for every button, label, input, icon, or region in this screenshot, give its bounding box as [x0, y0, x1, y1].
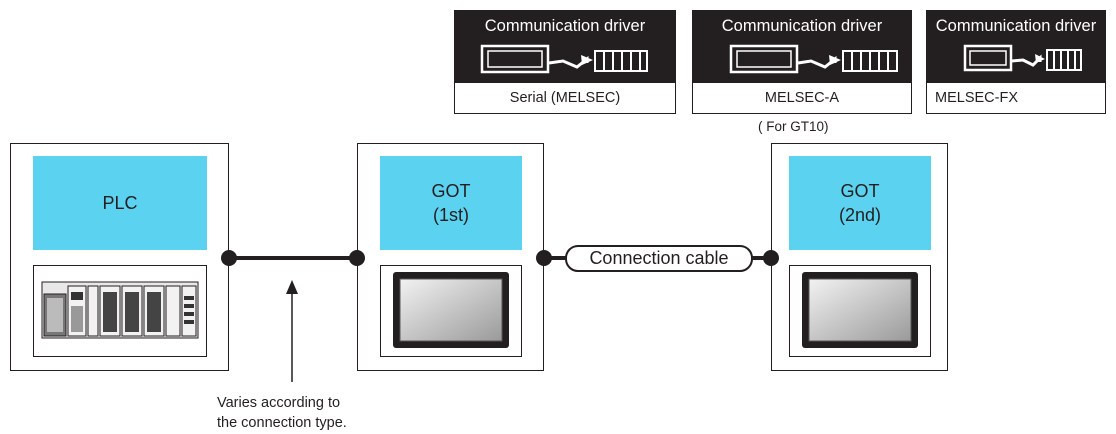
driver-card-title: Communication driver — [721, 17, 883, 35]
got1-image-panel — [380, 265, 522, 357]
monitor-to-module-icon — [963, 44, 1082, 72]
connection-type-note-line1: Varies according to — [217, 395, 341, 411]
plc-label-box: PLC — [33, 156, 207, 250]
plc-module-icon — [41, 281, 199, 339]
plc-image-panel — [33, 265, 207, 357]
got2-label-line2: (2nd) — [838, 205, 882, 225]
connection-cable-label: Connection cable — [589, 248, 729, 268]
got-screen-icon — [393, 272, 509, 348]
driver-card-melsec-a: Communication driver MELSEC-A — [692, 10, 912, 114]
driver-card-header: Communication driver — [693, 11, 911, 83]
got2-frame: GOT (2nd) — [771, 143, 948, 371]
got1-label-box: GOT (1st) — [380, 156, 522, 250]
got2-label-line1: GOT — [840, 181, 880, 201]
monitor-to-module-icon — [729, 44, 898, 74]
driver-card-title: Communication driver — [484, 17, 646, 35]
plc-frame: PLC — [10, 143, 229, 371]
plc-label: PLC — [102, 193, 138, 213]
driver-card-label: MELSEC-A — [764, 90, 840, 106]
got1-label-line1: GOT — [431, 181, 471, 201]
connection-type-note: Varies according to the connection type. — [217, 393, 347, 433]
got-screen-icon — [802, 272, 918, 348]
driver-card-header: Communication driver — [927, 11, 1105, 83]
driver-card-label: MELSEC-FX — [935, 90, 1018, 106]
got1-frame: GOT (1st) — [357, 143, 544, 371]
got1-label-line2: (1st) — [433, 205, 469, 225]
gt10-note: ( For GT10) — [758, 119, 829, 134]
connection-type-note-line2: the connection type. — [217, 415, 347, 431]
monitor-to-module-icon — [480, 44, 648, 74]
got2-image-panel — [789, 265, 931, 357]
driver-card-header: Communication driver — [455, 11, 675, 83]
driver-card-label: Serial (MELSEC) — [509, 90, 621, 106]
driver-card-title: Communication driver — [935, 17, 1097, 35]
driver-card-serial-melsec: Communication driver Serial (MELSEC) — [454, 10, 676, 114]
driver-card-melsec-fx: Communication driver MELSEC-FX — [926, 10, 1106, 114]
got2-label-box: GOT (2nd) — [789, 156, 931, 250]
